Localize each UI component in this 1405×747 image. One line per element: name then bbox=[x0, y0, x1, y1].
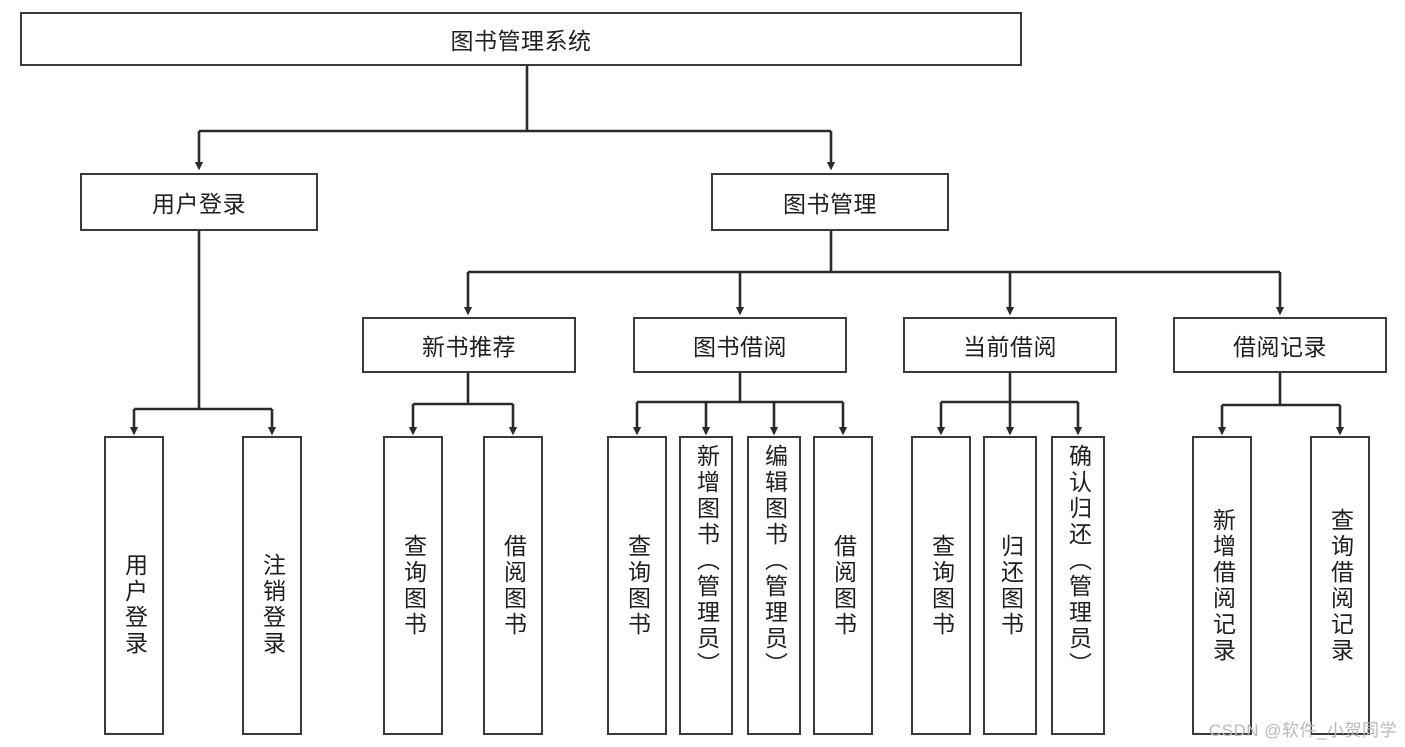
node-leaf-logout[interactable]: 注销登录 bbox=[242, 436, 302, 735]
node-leaf-query-book-3-label: 查询图书 bbox=[928, 533, 955, 638]
node-borrow-record[interactable]: 借阅记录 bbox=[1173, 317, 1387, 373]
node-leaf-user-login-label: 用户登录 bbox=[121, 553, 148, 657]
csdn-watermark: CSDN @软件_小贺同学 bbox=[1208, 721, 1397, 740]
node-borrow-record-label: 借阅记录 bbox=[1233, 334, 1327, 360]
node-leaf-add-book[interactable]: 新增图书（管理员） bbox=[679, 436, 733, 735]
node-leaf-query-book-1[interactable]: 查询图书 bbox=[383, 436, 443, 735]
node-leaf-return-book-label: 归还图书 bbox=[997, 533, 1024, 638]
node-leaf-add-book-label: 新增图书（管理员） bbox=[693, 444, 720, 678]
node-new-book-rec-label: 新书推荐 bbox=[422, 334, 516, 360]
node-root[interactable]: 图书管理系统 bbox=[20, 12, 1022, 66]
node-leaf-query-record[interactable]: 查询借阅记录 bbox=[1310, 436, 1370, 735]
node-leaf-query-book-2[interactable]: 查询图书 bbox=[607, 436, 667, 735]
node-leaf-query-record-label: 查询借阅记录 bbox=[1327, 507, 1354, 664]
node-leaf-query-book-3[interactable]: 查询图书 bbox=[911, 436, 971, 735]
node-book-borrow-label: 图书借阅 bbox=[693, 334, 787, 360]
node-leaf-logout-label: 注销登录 bbox=[259, 553, 286, 657]
node-book-manage-label: 图书管理 bbox=[783, 191, 877, 217]
node-root-label: 图书管理系统 bbox=[450, 28, 592, 54]
node-leaf-borrow-book-2-label: 借阅图书 bbox=[830, 533, 857, 638]
node-current-borrow[interactable]: 当前借阅 bbox=[903, 317, 1117, 373]
node-leaf-confirm-return-label: 确认归还（管理员） bbox=[1065, 444, 1092, 678]
node-leaf-borrow-book-1[interactable]: 借阅图书 bbox=[483, 436, 543, 735]
node-leaf-return-book[interactable]: 归还图书 bbox=[983, 436, 1037, 735]
node-user-login-label: 用户登录 bbox=[152, 191, 246, 217]
node-leaf-edit-book[interactable]: 编辑图书（管理员） bbox=[747, 436, 801, 735]
node-book-manage[interactable]: 图书管理 bbox=[711, 173, 949, 231]
node-leaf-confirm-return[interactable]: 确认归还（管理员） bbox=[1051, 436, 1105, 735]
node-current-borrow-label: 当前借阅 bbox=[963, 334, 1057, 360]
node-leaf-borrow-book-1-label: 借阅图书 bbox=[500, 533, 527, 638]
node-leaf-query-book-2-label: 查询图书 bbox=[624, 533, 651, 638]
node-leaf-add-record[interactable]: 新增借阅记录 bbox=[1192, 436, 1252, 735]
node-leaf-borrow-book-2[interactable]: 借阅图书 bbox=[813, 436, 873, 735]
node-leaf-edit-book-label: 编辑图书（管理员） bbox=[761, 444, 788, 678]
node-leaf-user-login[interactable]: 用户登录 bbox=[104, 436, 164, 735]
node-leaf-add-record-label: 新增借阅记录 bbox=[1209, 507, 1236, 664]
node-book-borrow[interactable]: 图书借阅 bbox=[633, 317, 847, 373]
node-user-login[interactable]: 用户登录 bbox=[80, 173, 318, 231]
node-new-book-rec[interactable]: 新书推荐 bbox=[362, 317, 576, 373]
node-leaf-query-book-1-label: 查询图书 bbox=[400, 533, 427, 638]
